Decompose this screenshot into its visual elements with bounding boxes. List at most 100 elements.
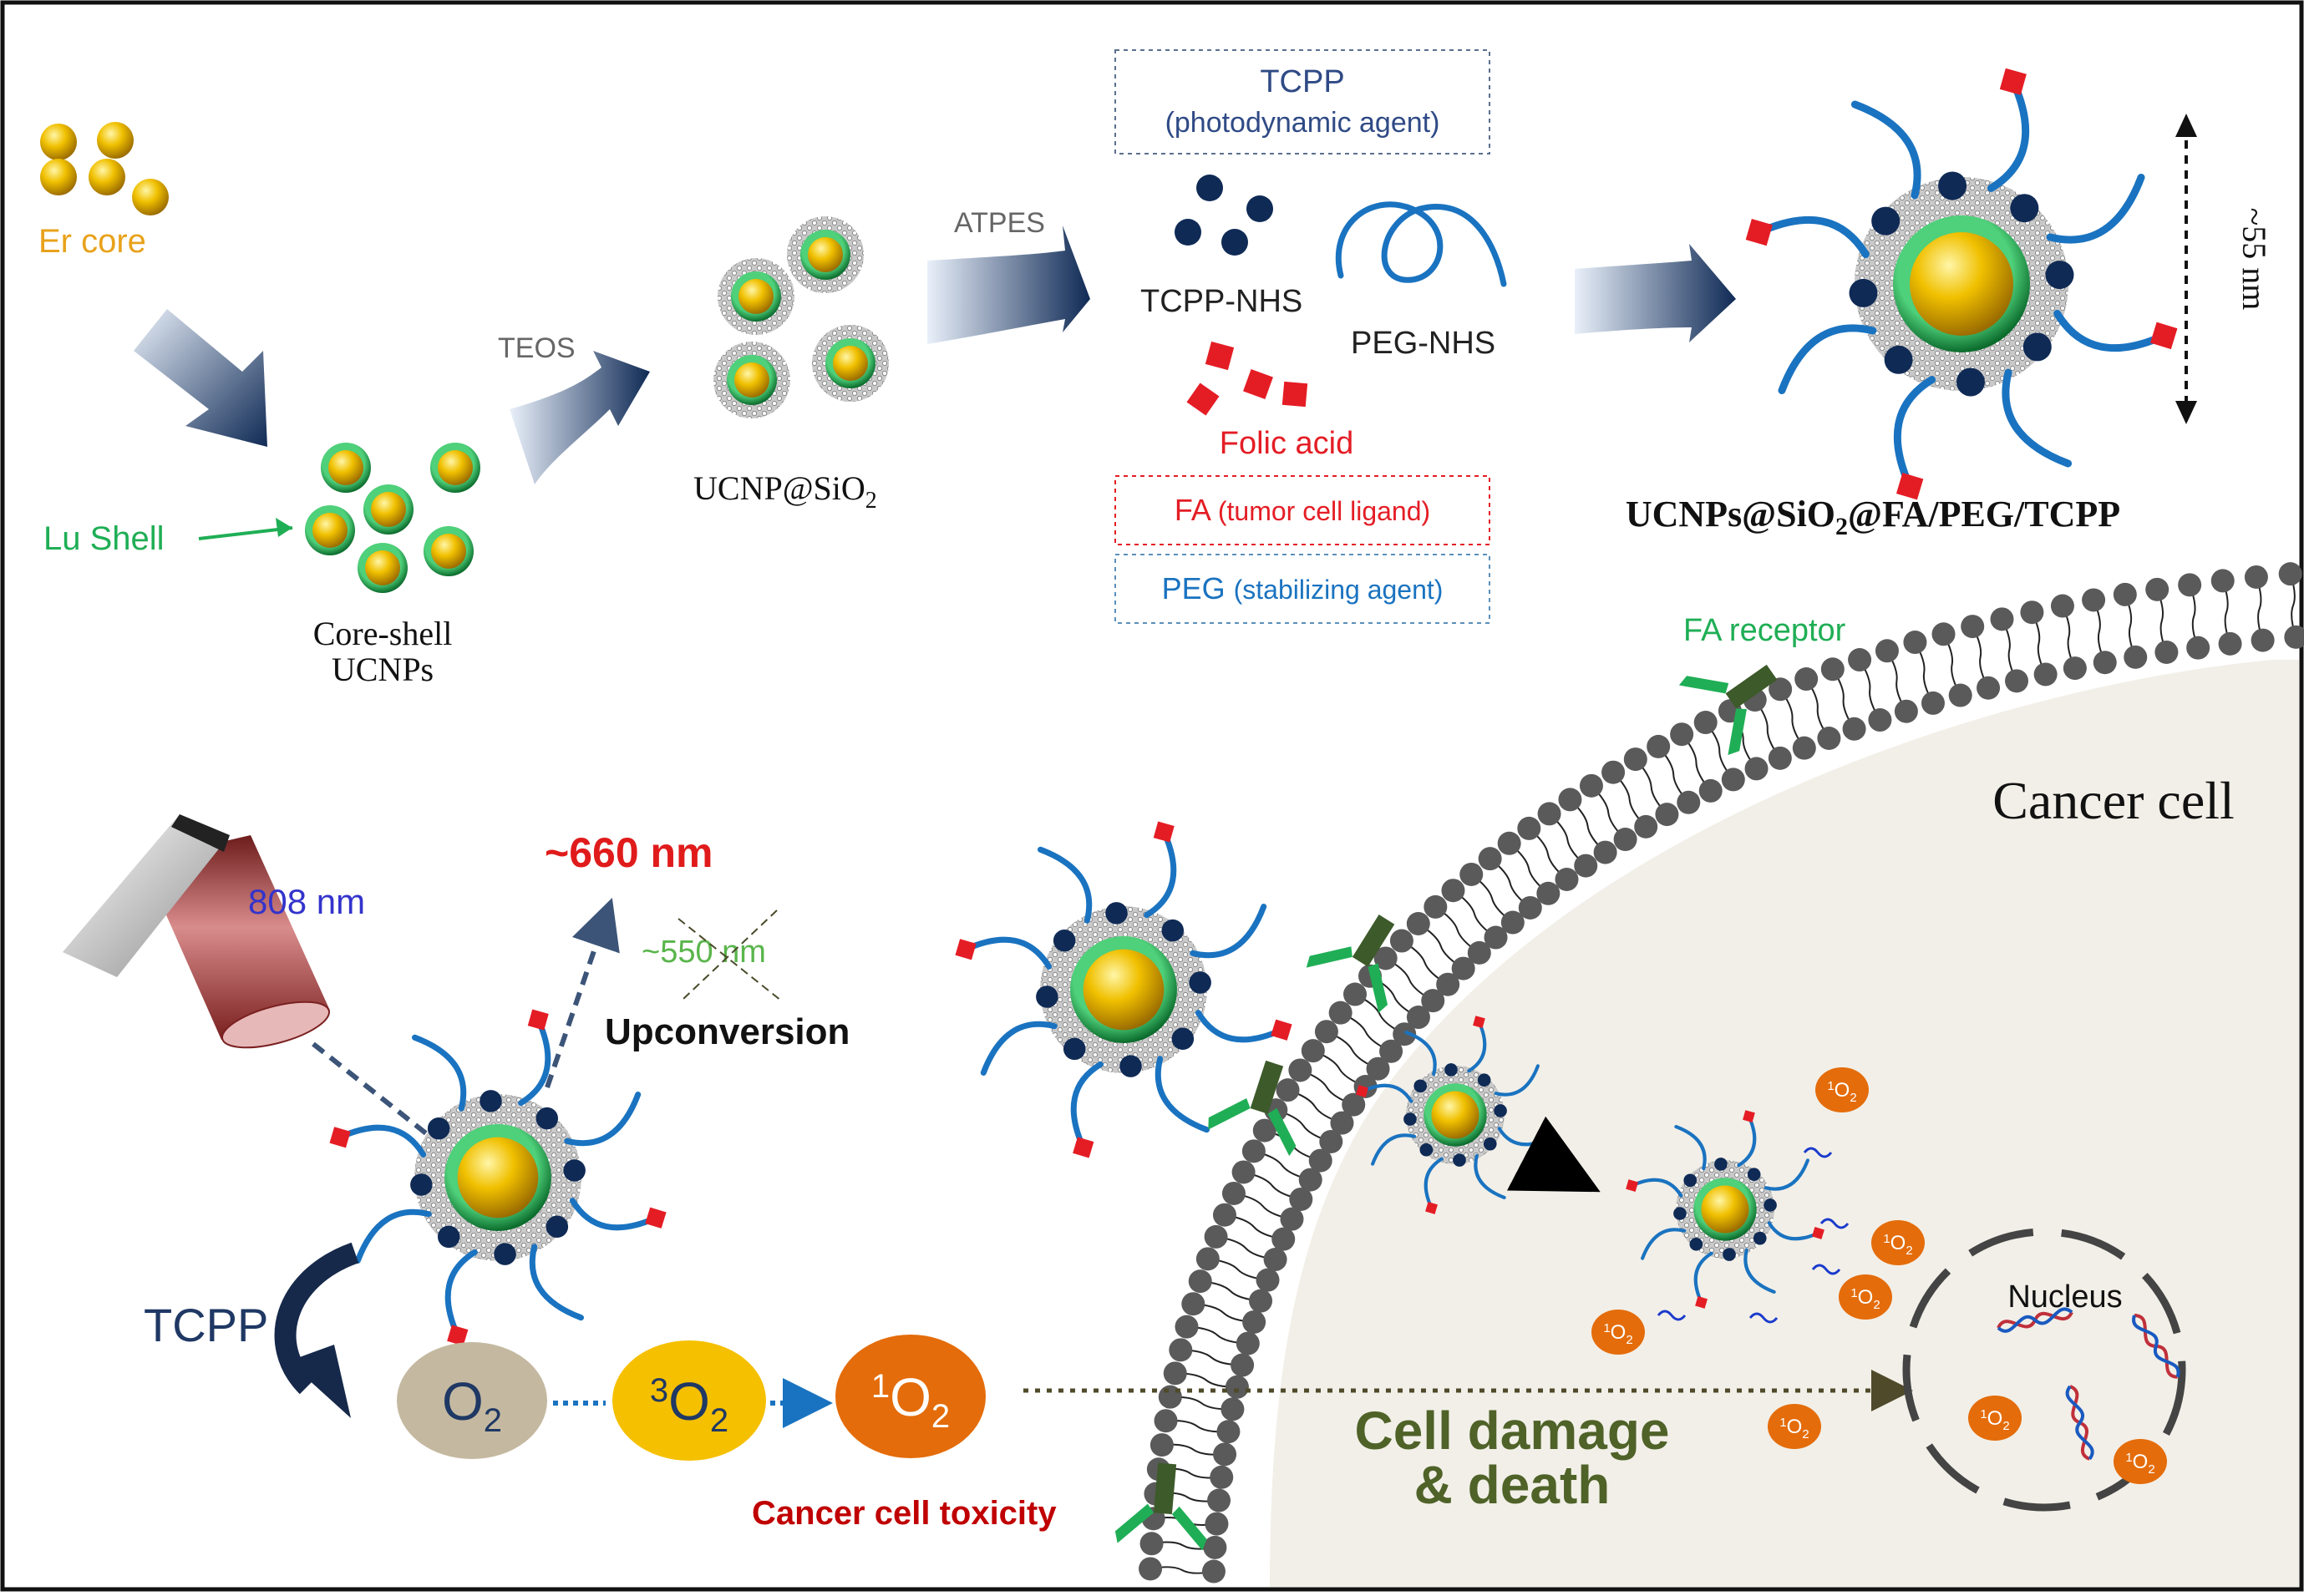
lu-shell-label: Lu Shell <box>43 520 165 557</box>
folic-acid-ligand <box>1695 1295 1708 1309</box>
peg-chain <box>962 936 1053 970</box>
peg-chain <box>354 1208 432 1264</box>
peg-chain <box>337 1124 427 1158</box>
lipid-tail <box>2189 584 2200 649</box>
lipid-head <box>1792 736 1816 760</box>
core-particle <box>371 492 406 527</box>
tcpp-molecule <box>1419 1143 1434 1157</box>
lipid-tail <box>1591 785 1627 840</box>
lu-shell-pointer <box>198 526 293 540</box>
folic-acid-ligand <box>645 1207 667 1229</box>
receptor-arm <box>1678 676 1729 694</box>
tcpp-molecule <box>437 1225 460 1249</box>
lipid-head <box>1343 982 1368 1006</box>
fa-receptor <box>1678 664 1778 756</box>
toxicity-label: Cancer cell toxicity <box>752 1495 1057 1532</box>
folic-acid-ligand <box>1356 1085 1368 1097</box>
lipid-head <box>1139 1532 1164 1556</box>
singlet-oxygen-badge-label: 1O2 <box>1603 1321 1632 1347</box>
peg-chain <box>1195 1010 1285 1043</box>
lipid-tail <box>1340 1011 1392 1052</box>
emission-660-label: ~660 nm <box>545 829 713 876</box>
core-shell-label-line1: Core-shell <box>313 615 453 652</box>
tcpp-molecule <box>1477 1073 1491 1087</box>
lipid-tail <box>2156 589 2168 653</box>
receptor-stem <box>1725 664 1778 709</box>
singlet-oxygen-icon <box>1591 1310 1645 1355</box>
lipid-head <box>2186 636 2210 660</box>
peg-chain <box>1778 324 1877 395</box>
emission-squiggle <box>1657 1310 1687 1321</box>
folic-acid-ligand <box>1745 219 1773 246</box>
lipid-head <box>1231 1353 1255 1377</box>
lipid-head <box>1216 1420 1241 1444</box>
peg-chain <box>1987 78 2030 192</box>
lipid-head <box>1207 1488 1231 1512</box>
folic-acid-ligand <box>1626 1179 1638 1192</box>
laser-icon <box>63 814 331 1049</box>
lipid-head <box>1655 803 1679 827</box>
nucleus-boundary <box>1902 1228 2186 1512</box>
lipid-head <box>1204 1224 1228 1249</box>
core-particle <box>312 513 348 548</box>
lipid-head <box>1518 895 1542 920</box>
core-shell-label-line2: UCNPs <box>332 651 434 688</box>
lipid-head <box>2050 594 2074 618</box>
lipid-tail <box>1704 722 1734 781</box>
folic-acid-ligand <box>1999 68 2027 95</box>
peg-chain <box>1038 846 1093 924</box>
functionalized-nanoparticle-free <box>955 821 1292 1158</box>
peg-chain <box>1767 1221 1820 1241</box>
cancer-cell-label: Cancer cell <box>1992 771 2235 830</box>
lipid-head <box>1263 1248 1287 1272</box>
singlet-oxygen-badge-label: 1O2 <box>1827 1079 1856 1105</box>
peg-chain <box>412 1034 467 1112</box>
tcpp-molecule <box>1189 971 1211 994</box>
lipid-head <box>1406 1006 1430 1030</box>
lipid-head <box>1990 607 2014 631</box>
tcpp-molecule <box>1444 1063 1458 1077</box>
emission-arrow <box>545 897 620 1088</box>
lipid-head <box>1698 778 1723 803</box>
lipid-tail <box>1681 733 1712 792</box>
dna-strand <box>2065 1385 2094 1461</box>
singlet-oxygen-icon <box>1871 1220 1925 1265</box>
dna-strand-b <box>2132 1315 2180 1378</box>
lipid-head <box>1169 1338 1193 1362</box>
peg-chain <box>1190 904 1267 959</box>
fa-box-text: FA (tumor cell ligand) <box>1175 493 1430 527</box>
lipid-head <box>1647 734 1671 758</box>
er-core-particle <box>40 124 77 160</box>
lipid-head <box>1842 717 1866 741</box>
lipid-tail <box>1569 798 1606 854</box>
lipid-head <box>1373 946 1398 970</box>
tcpp-molecule <box>1063 1037 1086 1061</box>
tcpp-molecule <box>480 1090 502 1112</box>
peg-chain <box>1360 1083 1413 1103</box>
lipid-head <box>1205 1512 1229 1536</box>
lipid-head <box>1213 1442 1237 1467</box>
peg-nhs-label: PEG-NHS <box>1351 326 1495 361</box>
lipid-tail <box>1186 1325 1248 1345</box>
folic-acid-ligand <box>1473 1016 1485 1028</box>
core-particle <box>457 1137 539 1219</box>
peg-chain <box>518 1016 551 1107</box>
lipid-head <box>1188 1269 1212 1294</box>
lipid-head <box>1379 1039 1403 1063</box>
lipid-head <box>2093 651 2117 675</box>
arrow-icon <box>2175 114 2197 137</box>
lipid-tail <box>1548 813 1586 867</box>
peg-chain <box>1494 1064 1540 1097</box>
tcpp-nhs-label: TCPP-NHS <box>1140 284 1302 319</box>
arrow-icon <box>510 351 650 484</box>
core-particle <box>1701 1185 1749 1234</box>
lipid-head <box>1536 881 1561 905</box>
lipid-head <box>2210 569 2235 593</box>
tcpp-molecule <box>427 1117 450 1140</box>
lipid-head <box>1314 1020 1338 1044</box>
tcpp-info-box <box>1114 49 1490 155</box>
lipid-tail <box>1385 957 1434 1002</box>
tcpp-molecule <box>1483 1137 1497 1151</box>
laser-wavelength-label: 808 nm <box>248 882 365 921</box>
lipid-head <box>1721 768 1745 792</box>
